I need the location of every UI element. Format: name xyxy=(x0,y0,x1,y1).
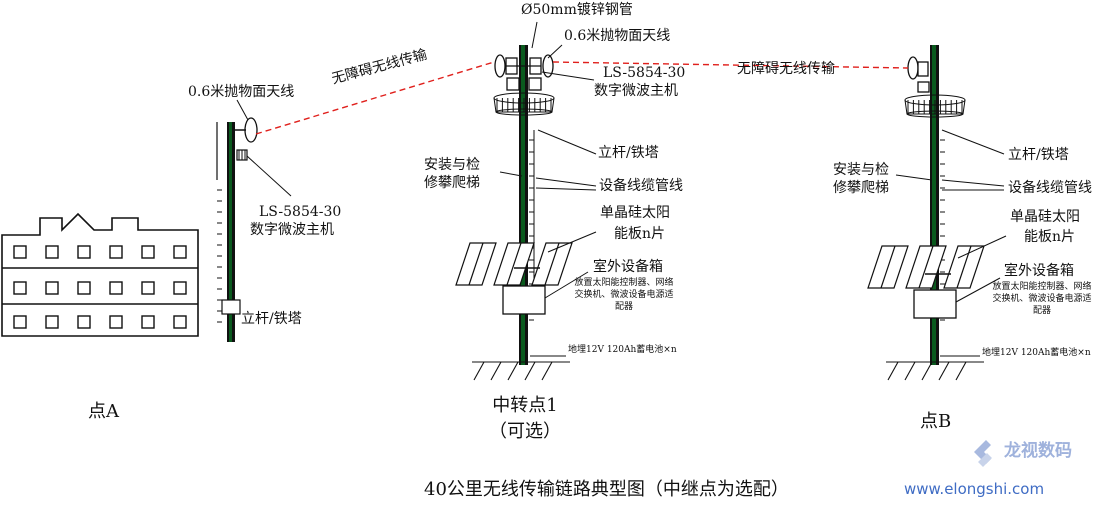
relay-solar-line2: 能板n片 xyxy=(614,226,666,242)
pole-a xyxy=(216,99,292,342)
dish-antenna-relay-icon xyxy=(494,54,554,91)
b-cabinet xyxy=(913,289,957,319)
point-a-antenna-label: 0.6米抛物面天线 xyxy=(188,84,295,100)
point-b-battery-label: 地埋12V 120Ah蓄电池×n xyxy=(982,348,1091,358)
building-windows xyxy=(13,245,187,329)
relay-cabinet-note-3: 配器 xyxy=(614,302,633,312)
relay-title: 中转点1 xyxy=(492,395,558,416)
solar-panel-divider xyxy=(918,245,934,289)
building-window xyxy=(45,315,59,329)
point-a-radio-model: LS-5854-30 xyxy=(259,204,342,220)
relay-cabinet-label: 室外设备箱 xyxy=(593,259,663,275)
point-b-cabinet-note-2: 交换机、微波设备电源适 xyxy=(992,294,1092,304)
pole-b xyxy=(867,45,1007,381)
ladder-rungs-a xyxy=(217,189,222,323)
relay-cabinet-note-2: 交换机、微波设备电源适 xyxy=(574,290,674,300)
diagram-caption: 40公里无线传输链路典型图（中继点为选配） xyxy=(424,479,789,500)
relay-radio-desc: 数字微波主机 xyxy=(594,83,678,99)
building-window xyxy=(77,315,91,329)
point-b-pole-label: 立杆/铁塔 xyxy=(1008,147,1069,163)
point-a-radio-desc: 数字微波主机 xyxy=(250,222,334,238)
building-window xyxy=(173,245,187,259)
watermark-logo-icon xyxy=(974,440,992,467)
point-a-title: 点A xyxy=(88,401,119,422)
relay-optional-label: （可选） xyxy=(489,421,561,442)
point-b-ladder-line1: 安装与检 xyxy=(833,162,889,178)
watermark-brand: 龙视数码 xyxy=(1004,441,1072,461)
link-b-label: 无障碍无线传输 xyxy=(737,61,835,77)
building-window xyxy=(173,315,187,329)
building-window xyxy=(141,315,155,329)
wireless-links xyxy=(255,61,909,135)
relay-ground xyxy=(472,361,570,381)
b-ground xyxy=(886,361,984,381)
building-window xyxy=(45,281,59,295)
building-window xyxy=(13,245,27,259)
relay-ladder-line2: 修攀爬梯 xyxy=(424,175,480,191)
solar-panels-b xyxy=(867,245,985,289)
relay-cable-label: 设备线缆管线 xyxy=(599,178,683,194)
relay-pole-label: 立杆/铁塔 xyxy=(598,145,659,161)
building-window xyxy=(77,245,91,259)
point-a-pole-label: 立杆/铁塔 xyxy=(241,311,302,327)
relay-ladder-line1: 安装与检 xyxy=(424,157,480,173)
building-window xyxy=(141,245,155,259)
point-b-cabinet-note-3: 配器 xyxy=(1032,306,1051,316)
dish-antenna-b-icon xyxy=(907,56,930,93)
relay-solar-line1: 单晶硅太阳 xyxy=(600,205,670,221)
building-window xyxy=(13,281,27,295)
relay-cabinet xyxy=(502,285,546,315)
building xyxy=(1,212,199,337)
relay-radio-model: LS-5854-30 xyxy=(603,65,686,81)
relay-cabinet-note-1: 放置太阳能控制器、网络 xyxy=(574,278,674,288)
solar-panel-divider xyxy=(544,242,560,286)
solar-panel-divider xyxy=(880,245,896,289)
building-window xyxy=(13,315,27,329)
solar-panel-divider xyxy=(468,242,484,286)
building-window xyxy=(141,281,155,295)
link-relay-b xyxy=(552,61,909,69)
building-window xyxy=(109,245,123,259)
point-b-cabinet-label: 室外设备箱 xyxy=(1004,263,1074,279)
pole-a-box xyxy=(221,299,241,315)
relay-pipe-label: Ø50mm镀锌钢管 xyxy=(521,2,633,18)
link-a-relay xyxy=(255,61,495,135)
building-window xyxy=(173,281,187,295)
point-b-cable-label: 设备线缆管线 xyxy=(1008,180,1092,196)
point-b-title: 点B xyxy=(920,411,952,432)
building-window xyxy=(109,281,123,295)
building-window xyxy=(45,245,59,259)
solar-panels-relay xyxy=(455,242,573,286)
relay-antenna-label: 0.6米抛物面天线 xyxy=(564,28,671,44)
building-window xyxy=(109,315,123,329)
point-b-solar-line1: 单晶硅太阳 xyxy=(1010,209,1080,225)
point-b-ladder-line2: 修攀爬梯 xyxy=(833,180,889,196)
building-window xyxy=(77,281,91,295)
relay-battery-label: 地埋12V 120Ah蓄电池×n xyxy=(568,345,677,355)
point-b-solar-line2: 能板n片 xyxy=(1024,229,1076,245)
relay-platform xyxy=(493,92,555,116)
solar-panel-divider xyxy=(506,242,522,286)
dish-antenna-a-icon xyxy=(235,117,258,161)
point-b-cabinet-note-1: 放置太阳能控制器、网络 xyxy=(992,282,1092,292)
watermark-url: www.elongshi.com xyxy=(904,480,1045,498)
relay-tower xyxy=(455,21,597,381)
